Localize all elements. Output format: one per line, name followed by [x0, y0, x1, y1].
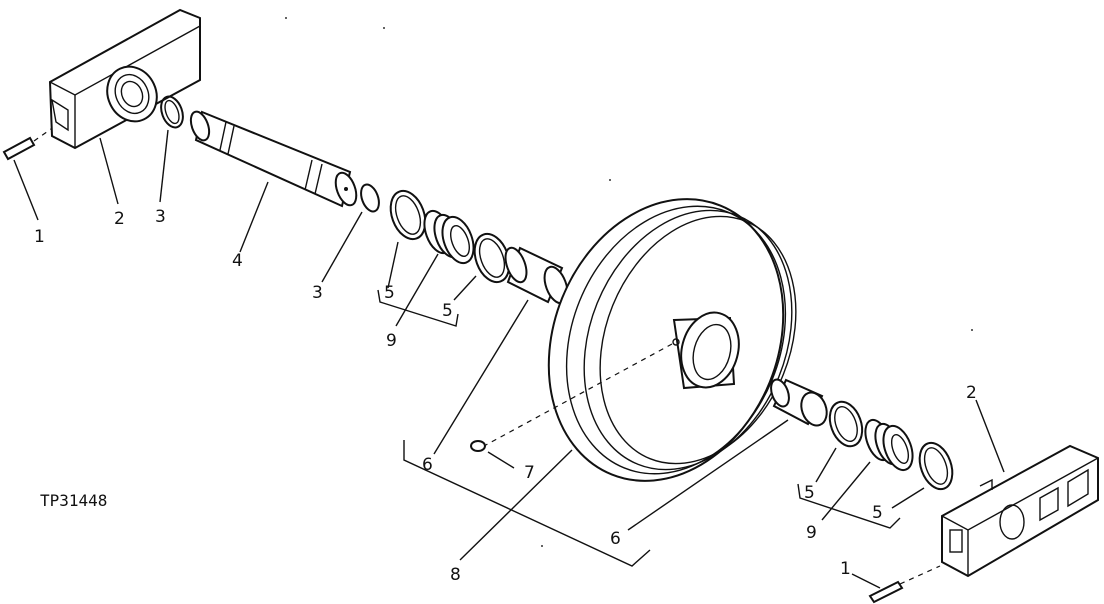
callout-5-a: 5: [384, 283, 395, 303]
seal-1: [423, 209, 475, 265]
callout-5-b: 5: [442, 301, 453, 321]
pin-left: [2, 123, 59, 161]
callout-5-c: 5: [804, 483, 815, 503]
snap-ring-shaft: [360, 183, 380, 213]
callout-5-d: 5: [872, 503, 883, 523]
callout-8: 8: [450, 565, 461, 585]
seal-2: [864, 418, 914, 472]
o-ring-3: [828, 400, 864, 448]
group-brackets: [377, 289, 901, 567]
bracket-left: [48, 8, 201, 150]
callout-3-shaft: 3: [312, 283, 323, 303]
callout-2-right: 2: [966, 383, 977, 403]
callout-6-right: 6: [610, 529, 621, 549]
shaft: [189, 110, 358, 208]
idler-wheel: [483, 198, 797, 482]
o-ring-4: [918, 441, 954, 491]
callout-4: 4: [232, 251, 243, 271]
pin-right: [868, 565, 941, 604]
plug: [470, 440, 486, 452]
figure-reference: TP31448: [40, 491, 107, 510]
bracket-right: [941, 444, 1099, 578]
scan-specks: [285, 17, 973, 547]
callout-3-left: 3: [155, 207, 166, 227]
o-ring-1: [389, 189, 427, 241]
callout-9-b: 9: [806, 523, 817, 543]
callout-9-a: 9: [386, 331, 397, 351]
bushing-right: [770, 378, 828, 427]
callout-7: 7: [524, 463, 535, 483]
callout-1-left: 1: [34, 227, 45, 247]
callout-2-left: 2: [114, 209, 125, 229]
snap-ring-left: [160, 95, 184, 129]
bushing-left: [504, 246, 569, 305]
callouts: 1 2 3 4 3 5 9 5 6 7 8 6 5 9 5 2 1: [34, 207, 977, 585]
leader-lines: [13, 129, 1005, 589]
callout-1-right: 1: [840, 559, 851, 579]
callout-6-left: 6: [422, 455, 433, 475]
